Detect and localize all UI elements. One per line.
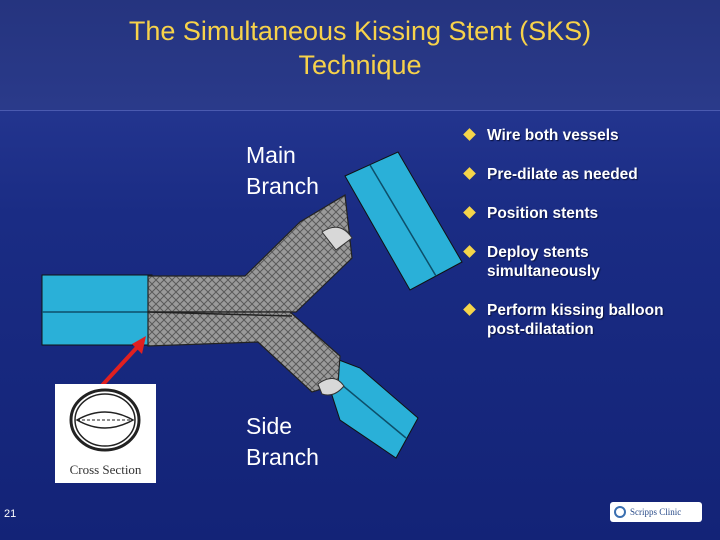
bullet-text: Deploy stents (487, 244, 589, 261)
main-stent (147, 194, 353, 313)
logo-mark-icon (614, 506, 626, 518)
bullet-item: Position stents (463, 204, 713, 223)
stent-carina-line (147, 311, 293, 317)
diamond-bullet-icon (463, 245, 476, 258)
side-branch-wire (335, 379, 407, 439)
side-branch-label: Side Branch (246, 411, 319, 473)
cross-section-arrow (94, 340, 144, 394)
logo-text: Scripps Clinic (630, 507, 682, 517)
side-branch-vessel (317, 351, 419, 459)
diamond-bullet-icon (463, 128, 476, 141)
side-balloon-tip (317, 378, 345, 396)
bullet-item: Deploy stents simultaneously (463, 243, 713, 281)
main-branch-line-1: Main (246, 142, 296, 168)
page-number: 21 (4, 508, 17, 520)
main-balloon-tip (321, 226, 353, 251)
side-stent (147, 311, 341, 393)
bullet-list: Wire both vessels Pre-dilate as needed P… (463, 126, 713, 339)
title-line-2: Technique (298, 50, 422, 80)
main-branch-label: Main Branch (246, 140, 319, 202)
bullet-item: Pre-dilate as needed (463, 165, 713, 184)
bullet-text-continued: post-dilatation (487, 321, 594, 338)
scripps-clinic-logo: Scripps Clinic (610, 502, 702, 522)
diamond-bullet-icon (463, 167, 476, 180)
bullet-item: Wire both vessels (463, 126, 713, 145)
cross-section-image: Cross Section (55, 384, 156, 483)
slide-title: The Simultaneous Kissing Stent (SKS) Tec… (0, 14, 720, 82)
arrow-head (132, 336, 146, 354)
cross-section-drawing (69, 388, 141, 452)
main-branch-wire (369, 164, 437, 277)
bullet-text: Pre-dilate as needed (487, 166, 638, 183)
bullet-text-continued: simultaneously (487, 263, 600, 280)
bullet-item: Perform kissing balloon post-dilatation (463, 301, 713, 339)
main-branch-line-2: Branch (246, 173, 319, 199)
diamond-bullet-icon (463, 303, 476, 316)
cross-section-label: Cross Section (69, 462, 142, 477)
bullet-text: Wire both vessels (487, 127, 619, 144)
title-band: The Simultaneous Kissing Stent (SKS) Tec… (0, 0, 720, 111)
proximal-vessel (41, 274, 153, 346)
bullet-text: Perform kissing balloon (487, 302, 664, 319)
bullet-text: Position stents (487, 205, 599, 222)
diamond-bullet-icon (463, 206, 476, 219)
side-branch-line-2: Branch (246, 444, 319, 470)
side-branch-line-1: Side (246, 413, 293, 439)
title-line-1: The Simultaneous Kissing Stent (SKS) (128, 16, 592, 46)
